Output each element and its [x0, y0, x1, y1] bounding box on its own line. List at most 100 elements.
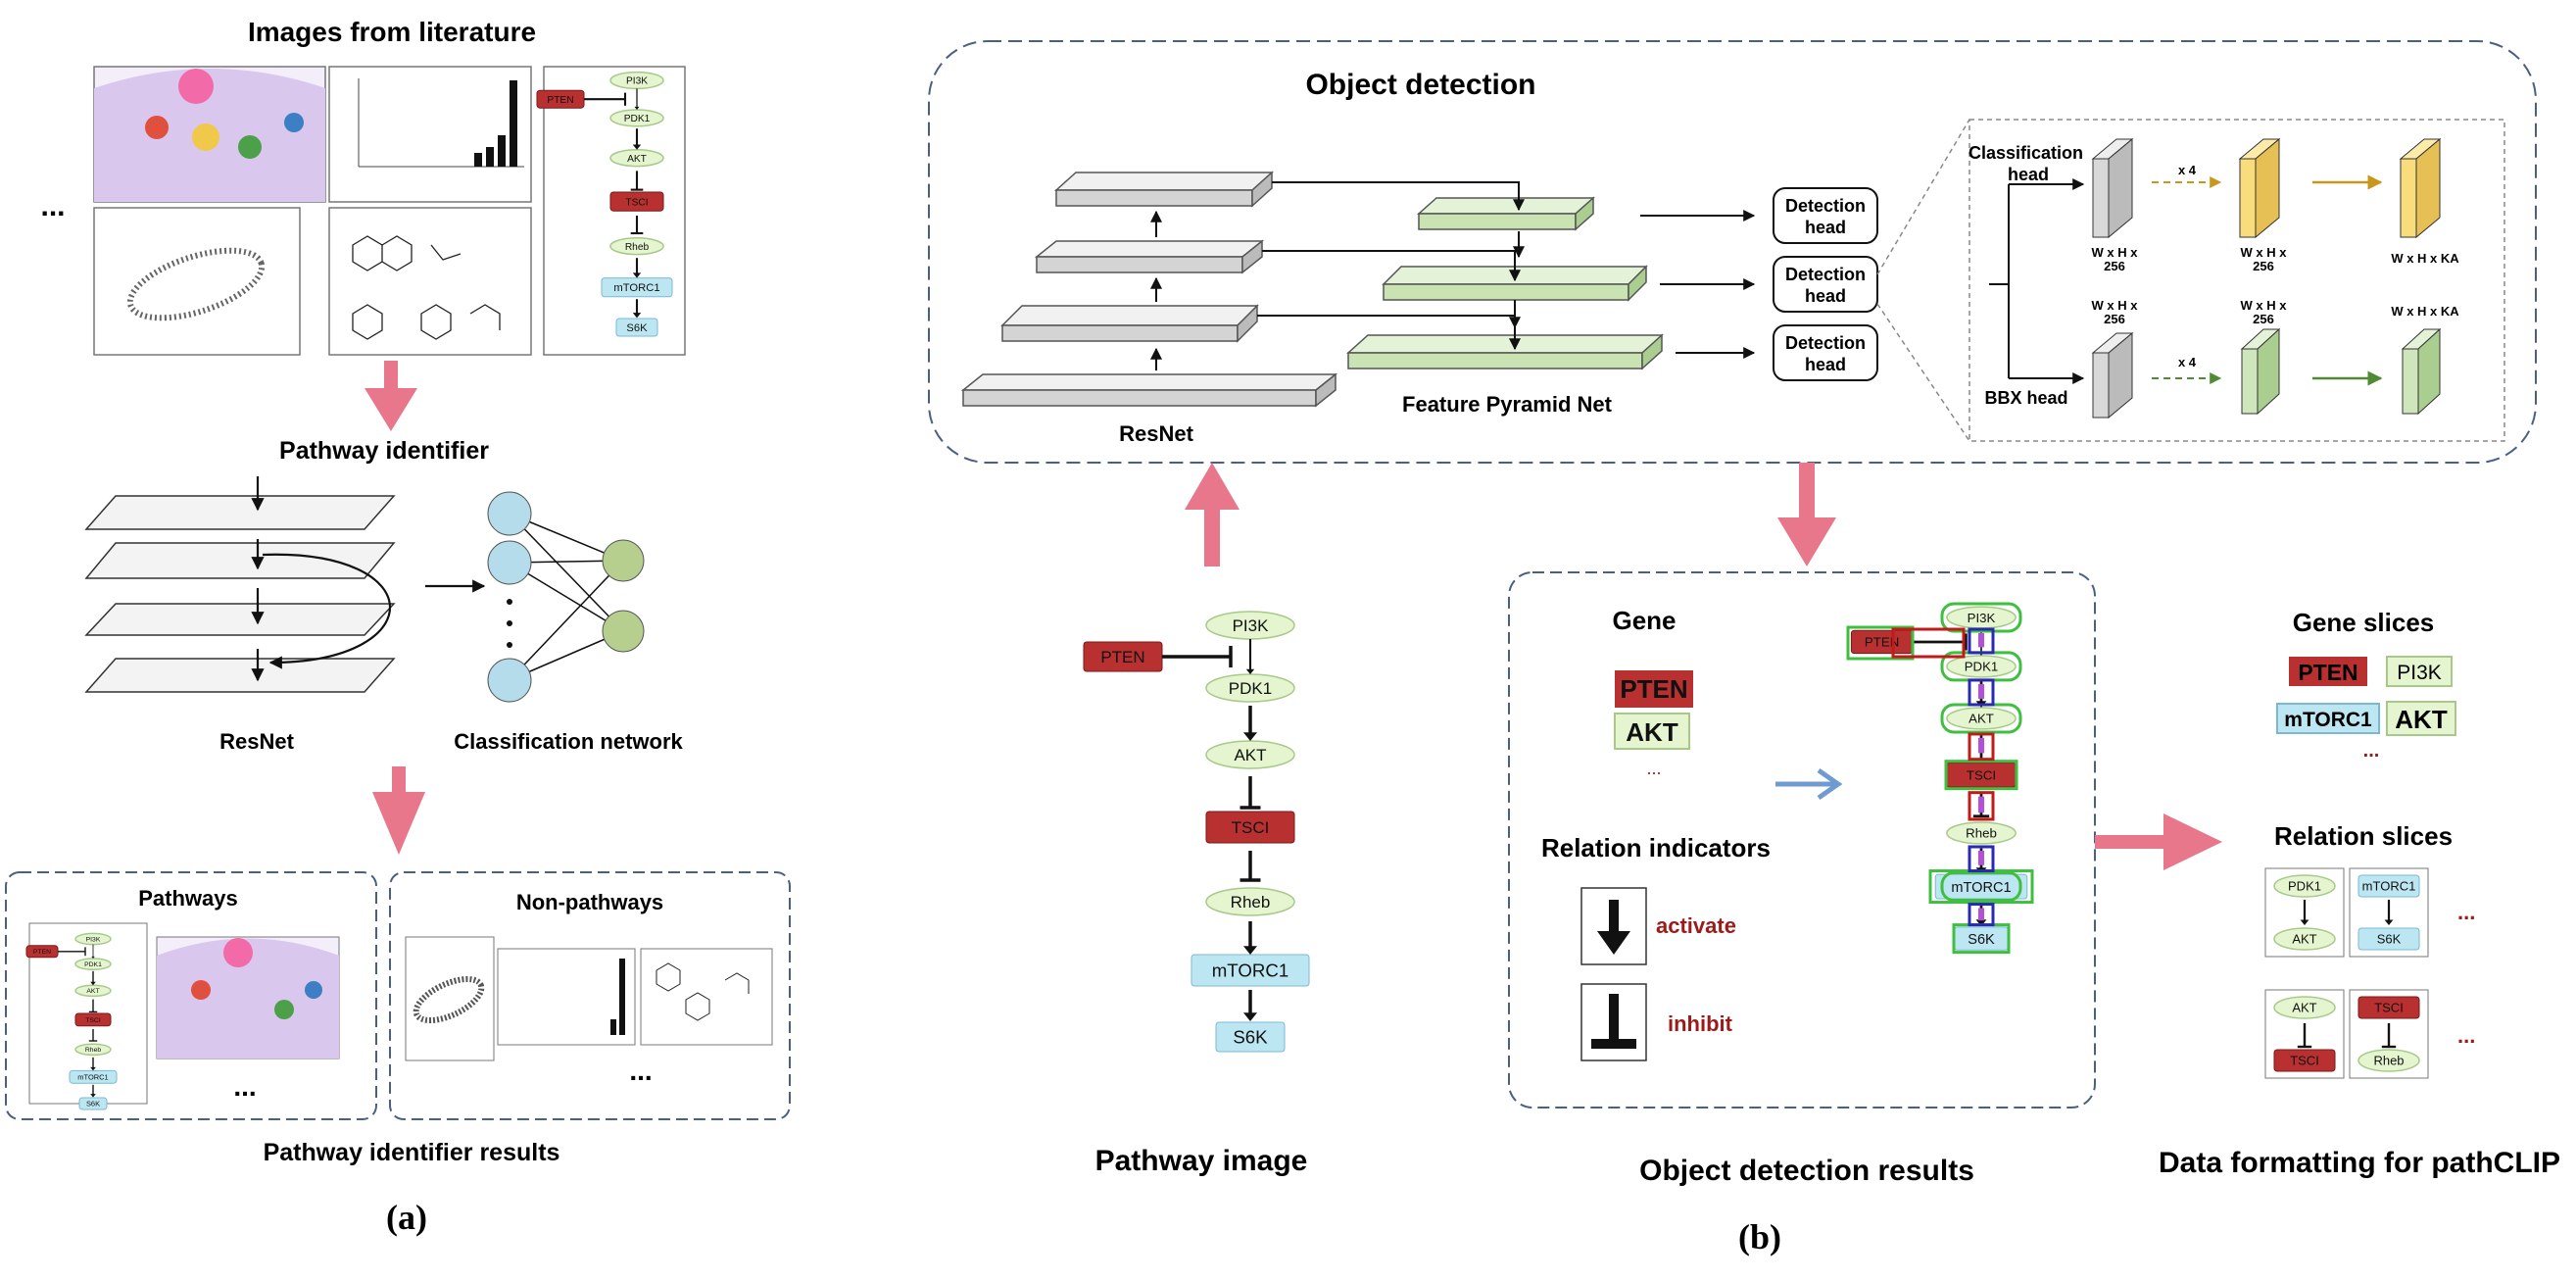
svg-text:head: head [1805, 355, 1846, 374]
svg-text:Rheb: Rheb [85, 1047, 101, 1054]
gene-label: Gene [1612, 606, 1676, 635]
svg-text:PI3K: PI3K [626, 76, 648, 87]
node-mtorc1: mTORC1 [1934, 873, 2028, 900]
node-pten: PTEN [1083, 641, 1163, 672]
svg-text:S6K: S6K [2377, 932, 2402, 947]
svg-text:mTORC1: mTORC1 [2362, 879, 2416, 894]
data-formatting-caption: Data formatting for pathCLIP [2159, 1147, 2560, 1179]
svg-text:TSCI: TSCI [2374, 1001, 2404, 1015]
resnet-label-a: ResNet [219, 729, 294, 754]
svg-text:PI3K: PI3K [2397, 662, 2442, 684]
literature-chemical-structures [328, 207, 532, 356]
pathway-identifier-title: Pathway identifier [279, 437, 489, 465]
svg-text:TSCI: TSCI [2290, 1054, 2319, 1068]
object-detection-title: Object detection [1305, 69, 1535, 101]
slice-tsci-rheb-a: TSCI [2357, 996, 2420, 1019]
pathway-image-caption: Pathway image [1095, 1145, 1308, 1177]
gene-slices-label: Gene slices [2293, 608, 2435, 637]
node-pdk1: PDK1 [1205, 673, 1295, 703]
gene-slice-pi3k: PI3K [2386, 656, 2453, 687]
gene-slice-akt: AKT [2386, 701, 2456, 736]
svg-text:S6K: S6K [1233, 1027, 1268, 1048]
gene-slices-dots: ... [2363, 740, 2380, 762]
slice-tsci-rheb: TSCI Rheb [2349, 989, 2429, 1079]
svg-text:Rheb: Rheb [2373, 1054, 2404, 1068]
node-rheb: Rheb [1205, 887, 1295, 916]
node-s6k: S6K [1954, 926, 2009, 951]
node-akt: AKT [74, 984, 112, 998]
svg-text:256: 256 [2104, 259, 2125, 273]
node-tsci: TSCI [609, 191, 664, 212]
svg-text:mTORC1: mTORC1 [1951, 880, 2011, 896]
node-akt: AKT [609, 149, 664, 168]
svg-text:W x H x: W x H x [2241, 245, 2288, 260]
svg-text:PTEN: PTEN [1100, 648, 1144, 666]
slice-mtorc1-s6k-a: mTORC1 [2357, 874, 2420, 898]
gene-examples: PTEN AKT ... [1614, 670, 1693, 778]
svg-text:TSCI: TSCI [1232, 818, 1270, 837]
relation-slices: PDK1AKTmTORC1S6KAKTTSCITSCIRheb...... [2264, 867, 2475, 1079]
node-tsci: TSCI [1946, 762, 2017, 788]
pathway-identifier-results-caption: Pathway identifier results [264, 1139, 560, 1166]
slice-akt-tsci-a: AKT [2273, 996, 2336, 1019]
detection-head-3: Detection head [1773, 324, 1878, 381]
node-pi3k: PI3K [1205, 611, 1295, 640]
svg-text:S6K: S6K [626, 322, 648, 334]
node-pten: PTEN [536, 89, 585, 109]
svg-text:AKT: AKT [627, 154, 647, 165]
detection-head-1: Detection head [1773, 187, 1878, 244]
node-s6k: S6K [1215, 1021, 1286, 1053]
svg-text:TSCI: TSCI [625, 197, 648, 208]
fpn-label: Feature Pyramid Net [1402, 392, 1613, 417]
gene-slice-mtorc1: mTORC1 [2276, 703, 2380, 734]
svg-text:AKT: AKT [1234, 746, 1266, 764]
svg-text:256: 256 [2253, 259, 2274, 273]
pink-arrow-down-3 [1777, 463, 1836, 567]
svg-text:Detection: Detection [1785, 333, 1866, 353]
svg-text:TSCI: TSCI [1967, 767, 1996, 782]
non-pathways-ellipsis: ... [629, 1056, 652, 1086]
svg-text:head: head [1805, 218, 1846, 237]
node-mtorc1: mTORC1 [601, 277, 673, 298]
svg-text:S6K: S6K [1968, 932, 1995, 948]
svg-text:PDK1: PDK1 [624, 114, 651, 124]
relation-slices-dots-1: ... [2457, 900, 2475, 924]
svg-text:x 4: x 4 [2178, 355, 2197, 370]
svg-text:AKT: AKT [1968, 712, 1994, 726]
svg-text:W x H x: W x H x [2092, 245, 2139, 260]
classification-network-label: Classification network [454, 729, 683, 754]
svg-text:AKT: AKT [2292, 932, 2316, 947]
svg-text:AKT: AKT [1626, 717, 1678, 747]
svg-text:AKT: AKT [2395, 705, 2448, 734]
svg-text:Rheb: Rheb [1231, 893, 1271, 911]
pathway-result-cell-image [156, 936, 340, 1059]
slice-mtorc1-s6k-b: S6K [2357, 927, 2420, 951]
node-s6k: S6K [615, 318, 658, 337]
svg-text:PI3K: PI3K [86, 936, 101, 943]
svg-text:W x H x: W x H x [2092, 298, 2139, 313]
feature-pyramid-net [1257, 181, 1756, 370]
svg-text:W x H x KA: W x H x KA [2391, 251, 2459, 266]
node-pten: PTEN [1850, 629, 1914, 655]
node-tsci: TSCI [74, 1012, 112, 1027]
node-s6k: S6K [78, 1097, 108, 1110]
panel-a-label: (a) [386, 1198, 427, 1237]
svg-text:PTEN: PTEN [1865, 635, 1899, 650]
detection-head-2: Detection head [1773, 256, 1878, 313]
relation-slices-dots-2: ... [2457, 1023, 2475, 1048]
svg-text:PI3K: PI3K [1233, 616, 1270, 635]
node-pi3k: PI3K [1946, 606, 2017, 629]
node-akt: AKT [1946, 707, 2017, 730]
node-mtorc1: mTORC1 [1191, 954, 1310, 987]
cls-dims: x 4 W x H x 256 W x H x 256 W x H x KA [2092, 163, 2460, 273]
svg-text:256: 256 [2104, 312, 2125, 326]
non-pathways-label: Non-pathways [516, 890, 663, 914]
literature-ellipsis: ... [40, 190, 65, 222]
activate-icon [1580, 887, 1647, 965]
svg-text:256: 256 [2253, 312, 2274, 326]
node-pi3k: PI3K [74, 932, 112, 946]
svg-text:PTEN: PTEN [1620, 674, 1687, 704]
svg-text:...: ... [1646, 759, 1661, 778]
